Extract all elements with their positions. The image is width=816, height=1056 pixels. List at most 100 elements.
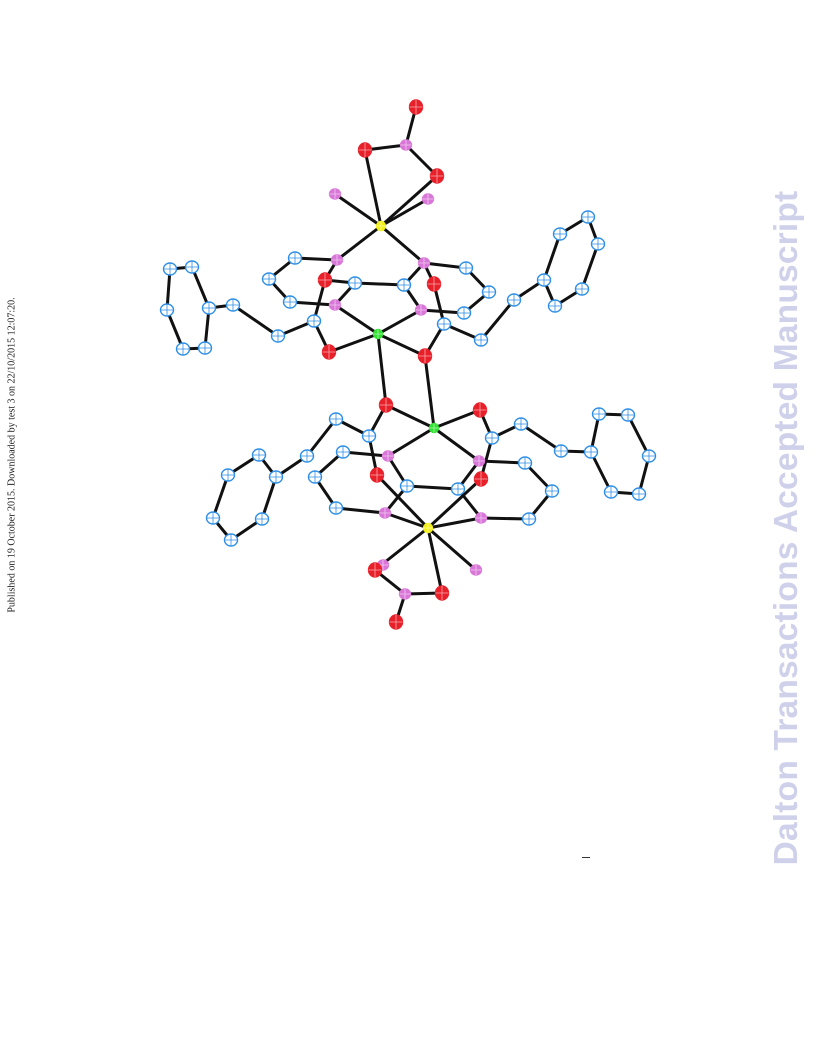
atom-oxygen-O_k (388, 614, 404, 630)
atom-oxygen-O_tr (429, 168, 445, 184)
atom-carbon-Cb (396, 278, 412, 292)
bond-C_lph6-C_lph1 (260, 475, 278, 521)
atom-phosphorus-P_d (414, 304, 428, 316)
bond-Ca-Cb (353, 281, 406, 287)
atom-carbon-C_lr1 (335, 445, 351, 459)
atom-carbon-Ca (347, 276, 363, 290)
bond-O_e-M2 (375, 473, 430, 530)
atom-carbon-C_rph4b (641, 449, 657, 463)
atom-phosphorus-P_a (330, 254, 344, 266)
bond-C_rph6b-C_rph1b (589, 450, 613, 494)
atom-carbon-C_ph1 (201, 301, 217, 315)
atom-carbon-C_rph5b (631, 487, 647, 501)
atom-carbon-C_lr3 (328, 501, 344, 515)
bond-M1-P_a (335, 224, 383, 262)
atom-phosphorus-P_c (328, 299, 342, 311)
atom-oxygen-O_i (367, 562, 383, 578)
atom-carbon-C_rph3 (580, 210, 596, 224)
bond-Ctr1-O_r2 (376, 332, 427, 358)
bond-C_r3-P_c (288, 300, 337, 307)
bond-Ctr2-P_f (432, 426, 481, 463)
bond-O_r2-Ctr2 (423, 354, 436, 430)
atom-phosphorus-P_g (378, 507, 392, 519)
atom-oxygen-O_f (473, 471, 489, 487)
bond-M2-P_j (426, 526, 478, 572)
atom-carbon-Cf (450, 482, 466, 496)
atom-carbon-C_lph5 (223, 533, 239, 547)
atom-carbon-C_sr2 (544, 484, 560, 498)
atom-phosphorus-P_e (381, 450, 395, 462)
atom-carbon-C_lph6 (254, 512, 270, 526)
bond-C_lch1-C_lch2 (305, 417, 338, 458)
atom-metal-M1 (375, 220, 387, 232)
atom-carbon-C_r3 (282, 295, 298, 309)
atom-carbon-C_lch2 (299, 449, 315, 463)
atom-oxygen-O_mr (426, 276, 442, 292)
atom-carbon-C_sr1 (517, 456, 533, 470)
bond-C_sr3-P_h (479, 516, 531, 521)
atoms (159, 99, 657, 630)
bond-P_l1-M1 (333, 192, 383, 228)
atom-oxygen-O_j (434, 585, 450, 601)
atom-carbon-C_ph6 (197, 341, 213, 355)
bond-P_f-C_sr1 (477, 459, 527, 465)
bond-Ctr2-P_e (386, 426, 436, 458)
bond-C_ph1-C_ph2 (190, 265, 211, 310)
atom-carbon-C_ph3 (162, 262, 178, 276)
bond-M1-P_b (379, 224, 426, 265)
bond-C_lr3-P_g (334, 506, 387, 515)
atom-carbon-C_rph6 (547, 299, 563, 313)
atom-phosphorus-P_f (472, 455, 486, 467)
bond-P_d-Ctr1 (376, 308, 423, 336)
atom-carbon-Cd (436, 317, 452, 331)
atom-carbon-C_rc2 (553, 444, 569, 458)
bond-P_r1-M1 (379, 197, 430, 228)
atom-phosphorus-P_h (474, 512, 488, 524)
atom-carbon-C_rc0 (484, 431, 500, 445)
bond-P_c-Ctr1 (333, 303, 380, 336)
atom-center-Ctr1 (372, 328, 384, 340)
atom-center-Ctr2 (428, 422, 440, 434)
atom-carbon-C_rph3b (620, 408, 636, 422)
bond-C_rph3b-C_rph4b (626, 413, 651, 458)
atom-carbon-C_ph5 (175, 342, 191, 356)
atom-carbon-C_rph6b (603, 485, 619, 499)
atom-phosphorus-P_r1 (421, 193, 435, 205)
atom-phosphorus-P_k (398, 588, 412, 600)
bond-C_rc1-C_rc2 (519, 422, 563, 453)
atom-carbon-C_ph2 (184, 260, 200, 274)
bond-C_ch1-C_ch2 (231, 303, 280, 338)
atom-carbon-C_ch2 (225, 298, 241, 312)
atom-carbon-C_rph5 (574, 282, 590, 296)
atom-carbon-C_sr3 (521, 512, 537, 526)
atom-carbon-C_rc1 (513, 417, 529, 431)
atom-oxygen-O_tl (357, 142, 373, 158)
atom-oxygen-O_l3 (378, 397, 394, 413)
atom-carbon-C_lch0 (361, 429, 377, 443)
atom-oxygen-O_r2 (417, 348, 433, 364)
atom-carbon-C_rph2 (552, 227, 568, 241)
atom-carbon-C_s1 (458, 261, 474, 275)
bond-O_l3-Ctr2 (384, 403, 436, 430)
atom-carbon-C_s2 (481, 285, 497, 299)
bond-Ce-Cf (405, 484, 460, 491)
bond-C_lph3-C_lph4 (211, 473, 230, 520)
bond-O_f-M2 (426, 477, 483, 530)
atom-phosphorus-P_l1 (328, 188, 342, 200)
bond-C_ph4-C_ph5 (165, 308, 185, 351)
atom-carbon-C_rch1 (473, 333, 489, 347)
bond-P_g-M2 (383, 511, 430, 530)
atom-carbon-C_rph2b (591, 407, 607, 421)
bond-O_tr-M1 (379, 174, 439, 228)
atom-oxygen-O_e (369, 467, 385, 483)
atom-carbon-C_r1 (287, 251, 303, 265)
bond-P_e-C_lr1 (341, 450, 390, 458)
atom-carbon-C_r2 (261, 272, 277, 286)
stray-mark (582, 857, 590, 858)
atom-carbon-C_s3 (456, 306, 472, 320)
atom-carbon-C_lph1 (268, 470, 284, 484)
bonds (165, 105, 651, 624)
atom-carbon-C_rch2 (506, 293, 522, 307)
atom-carbon-C_lph4 (205, 511, 221, 525)
